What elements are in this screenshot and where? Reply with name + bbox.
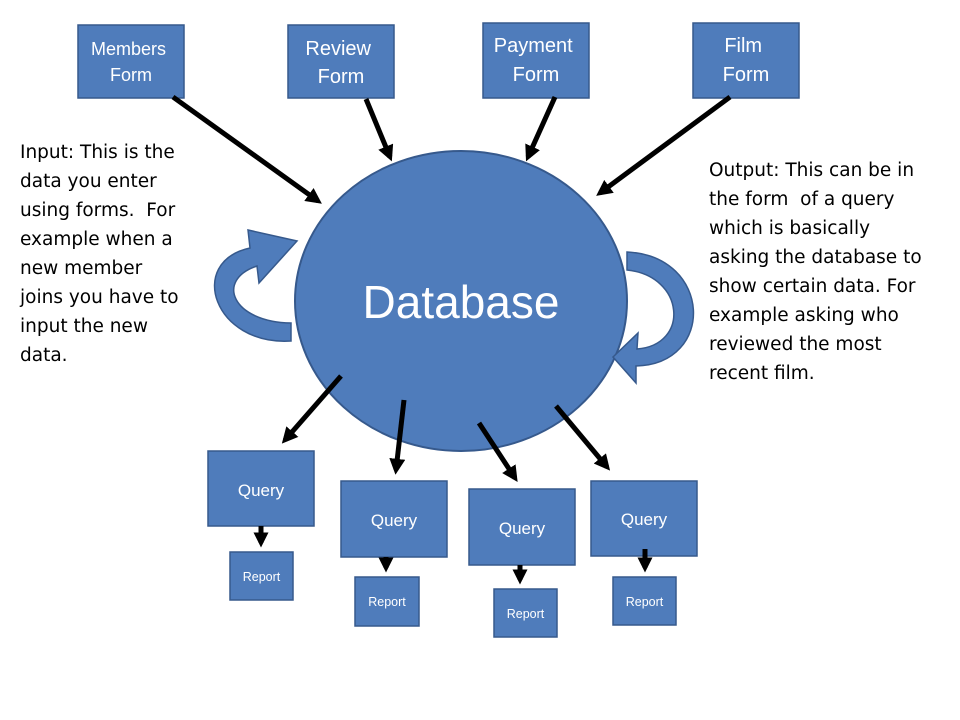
query-label-3: Query <box>499 519 546 538</box>
input-description-line: using forms. For <box>20 200 176 221</box>
input-description-line: joins you have to <box>20 287 179 308</box>
members-form-label: Members Form <box>91 39 171 85</box>
query-box-1: Query <box>207 450 315 527</box>
report-label-3: Report <box>507 607 545 621</box>
film-form-box: Film Form <box>692 22 800 99</box>
input-cycle-arrow <box>213 229 299 342</box>
input-description: Input: This is the data you enter using … <box>20 138 179 370</box>
report-box-1: Report <box>229 551 294 601</box>
query-label-2: Query <box>371 511 418 530</box>
database-circle: Database <box>294 150 628 452</box>
output-description-line: Output: This can be in <box>709 160 915 181</box>
report-label-1: Report <box>243 570 281 584</box>
query-label-1: Query <box>238 481 285 500</box>
database-label: Database <box>363 276 560 328</box>
input-description-line: data you enter <box>20 171 157 192</box>
input-description-line: data. <box>20 345 68 366</box>
report-box-4: Report <box>612 576 677 626</box>
report-label-4: Report <box>626 595 664 609</box>
members-form-box: Members Form <box>77 24 185 99</box>
input-description-line: Input: This is the <box>20 142 175 163</box>
output-description-line: show certain data. For <box>709 276 916 297</box>
output-description-line: which is basically <box>709 218 871 239</box>
payment-form-label: Payment Form <box>494 35 579 86</box>
arrow-database-to-query-4 <box>554 404 611 471</box>
query-box-3: Query <box>468 488 576 566</box>
arrow-review-to-database <box>363 98 394 162</box>
review-form-box: Review Form <box>287 24 395 99</box>
output-description: Output: This can be in the form of a que… <box>709 156 922 388</box>
review-form-label: Review Form <box>305 38 376 88</box>
output-description-line: asking the database to <box>709 247 922 268</box>
report-label-2: Report <box>368 595 406 609</box>
arrow-members-to-database <box>171 94 322 204</box>
output-cycle-arrow <box>611 251 695 385</box>
arrow-payment-to-database <box>525 95 558 162</box>
report-box-2: Report <box>354 576 420 627</box>
arrow-database-to-query-2 <box>389 399 407 475</box>
payment-form-box: Payment Form <box>482 22 590 99</box>
arrow-film-to-database <box>596 94 732 196</box>
arrow-database-to-query-3 <box>476 421 518 483</box>
input-description-line: example when a <box>20 229 173 250</box>
arrow-database-to-query-1 <box>281 374 343 444</box>
input-description-line: input the new <box>20 316 148 337</box>
output-description-line: recent film. <box>709 363 815 384</box>
film-form-label: Film Form <box>723 35 770 86</box>
query-box-4: Query <box>590 480 698 557</box>
report-box-3: Report <box>493 588 558 638</box>
output-description-line: reviewed the most <box>709 334 882 355</box>
query-label-4: Query <box>621 510 668 529</box>
input-description-line: new member <box>20 258 143 279</box>
query-box-2: Query <box>340 480 448 558</box>
output-description-line: the form of a query <box>709 189 895 210</box>
output-description-line: example asking who <box>709 305 899 326</box>
